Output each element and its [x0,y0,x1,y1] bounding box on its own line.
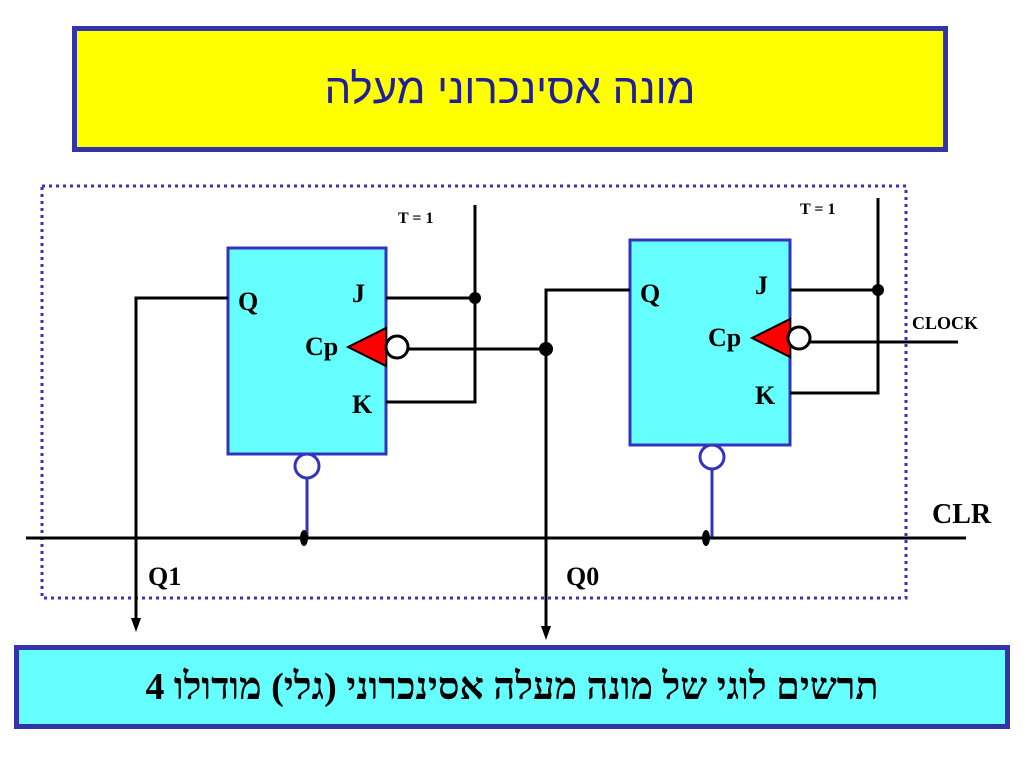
title-banner: מונה אסינכרוני מעלה [72,26,948,152]
q1-output-wire [134,296,228,624]
flipflop-q0-clock-bubble [786,325,812,351]
flipflop-q0-q-label: Q [640,279,660,308]
flipflop-q1-q-label: Q [238,287,258,316]
junction-clr-left [300,530,308,546]
q0-label: Q0 [566,562,599,591]
q1-label: Q1 [148,562,181,591]
flipflop-q0-j-label: J [755,271,768,300]
q1-arrow [131,618,141,632]
caption-banner: תרשים לוגי של מונה מעלה אסינכרוני (גלי) … [14,645,1010,729]
junction-q0-cp [539,342,553,356]
q0-arrow [541,626,551,640]
flipflop-q1-cp-label: Cp [305,332,338,361]
flipflop-q1-j-label: J [352,279,365,308]
page-title: מונה אסינכרוני מעלה [324,65,696,112]
flipflop-q1-k-label: K [352,390,373,419]
diagram-caption: תרשים לוגי של מונה מעלה אסינכרוני (גלי) … [145,666,879,708]
flipflop-q0-k-label: K [755,381,776,410]
flipflop-q0: Q J Cp K [628,238,812,538]
q0-output-wire [544,288,630,632]
t1-right-wire [790,198,880,395]
junction-clr-right [702,530,710,546]
flipflop-q0-clr-bubble [698,443,726,471]
dotted-frame [40,184,908,600]
t1-right-label: T = 1 [800,201,836,218]
t1-left-label: T = 1 [398,210,434,227]
flipflop-q0-cp-label: Cp [708,323,741,352]
flipflop-q1: Q J Cp K [226,246,410,538]
flipflop-q1-clr-bubble [293,452,321,480]
clock-label: CLOCK [912,313,978,333]
clr-label: CLR [932,499,992,530]
flipflop-q1-clock-bubble [384,334,410,360]
junction-j-left [469,292,481,304]
junction-j-right [872,284,884,296]
t1-left-wire [386,205,477,404]
